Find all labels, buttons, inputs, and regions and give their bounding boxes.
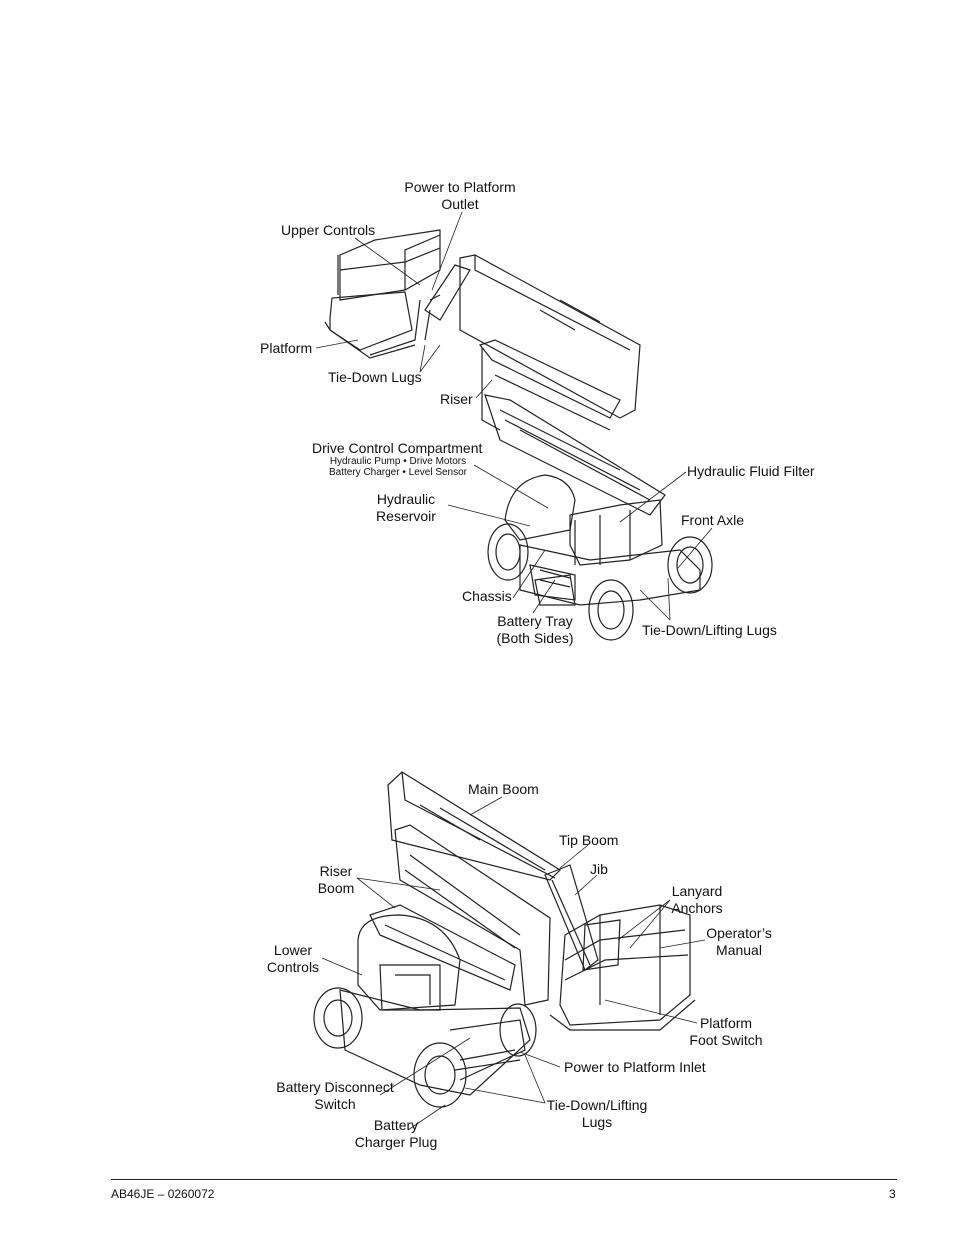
label-lanyard-anchors: Lanyard Anchors	[662, 883, 732, 917]
label-line: Power to Platform	[404, 179, 516, 195]
label-line: Lugs	[581, 1114, 613, 1130]
label-line: Operator’s	[706, 925, 772, 941]
label-tie-down-lifting-lugs: Tie-Down/Lifting Lugs	[642, 622, 777, 638]
label-riser: Riser	[440, 391, 473, 407]
label-main-boom: Main Boom	[468, 781, 539, 797]
label-line: Hydraulic	[376, 491, 436, 507]
label-line: Battery Tray	[497, 613, 573, 629]
label-line: Platform	[699, 1015, 753, 1031]
label-drive-compartment-contents: Hydraulic Pump • Drive Motors Battery Ch…	[312, 456, 484, 478]
label-line: Hydraulic Pump • Drive Motors	[329, 456, 467, 467]
label-front-axle: Front Axle	[681, 512, 745, 528]
label-line: Controls	[266, 959, 320, 975]
label-hydraulic-reservoir: Hydraulic Reservoir	[370, 491, 442, 525]
label-operators-manual: Operator’s Manual	[700, 925, 778, 959]
label-jib: Jib	[590, 861, 608, 877]
label-tip-boom: Tip Boom	[559, 832, 619, 848]
footer-page-number: 3	[889, 1187, 896, 1201]
label-line: Lanyard	[671, 883, 723, 899]
label-battery-charger-plug: Battery Charger Plug	[350, 1117, 442, 1151]
label-line: Manual	[716, 942, 762, 958]
label-line: Battery Disconnect	[276, 1079, 394, 1095]
label-line: Battery Charger • Level Sensor	[328, 467, 467, 478]
label-drive-control-compartment: Drive Control Compartment	[312, 440, 483, 456]
label-line: Anchors	[671, 900, 723, 916]
machine-illustration-top	[315, 211, 713, 641]
label-power-to-platform-outlet: Power to Platform Outlet	[398, 179, 522, 213]
label-line: Reservoir	[376, 508, 436, 524]
label-lower-controls: Lower Controls	[262, 942, 324, 976]
label-line: Lower	[273, 942, 313, 958]
label-riser-boom: Riser Boom	[306, 863, 366, 897]
label-chassis: Chassis	[462, 588, 512, 604]
label-line: Outlet	[441, 196, 479, 212]
label-line: Foot Switch	[689, 1032, 763, 1048]
footer-divider	[111, 1179, 897, 1180]
label-hydraulic-fluid-filter: Hydraulic Fluid Filter	[687, 463, 815, 479]
label-battery-tray: Battery Tray (Both Sides)	[490, 613, 580, 647]
label-upper-controls: Upper Controls	[281, 222, 376, 238]
label-line: (Both Sides)	[496, 630, 574, 646]
label-tie-down-lugs: Tie-Down Lugs	[328, 369, 422, 385]
label-power-to-platform-inlet: Power to Platform Inlet	[564, 1059, 706, 1075]
label-line: Boom	[317, 880, 355, 896]
footer-document-id: AB46JE – 0260072	[111, 1187, 215, 1201]
label-line: Charger Plug	[354, 1134, 438, 1150]
label-platform: Platform	[260, 340, 313, 356]
label-line: Riser	[319, 863, 353, 879]
label-platform-foot-switch: Platform Foot Switch	[684, 1015, 768, 1049]
label-battery-disconnect-switch: Battery Disconnect Switch	[272, 1079, 398, 1113]
label-tie-down-lifting-lugs-2: Tie-Down/Lifting Lugs	[542, 1097, 652, 1131]
label-line: Battery	[373, 1117, 419, 1133]
label-line: Switch	[314, 1096, 356, 1112]
label-line: Tie-Down/Lifting	[546, 1097, 648, 1113]
